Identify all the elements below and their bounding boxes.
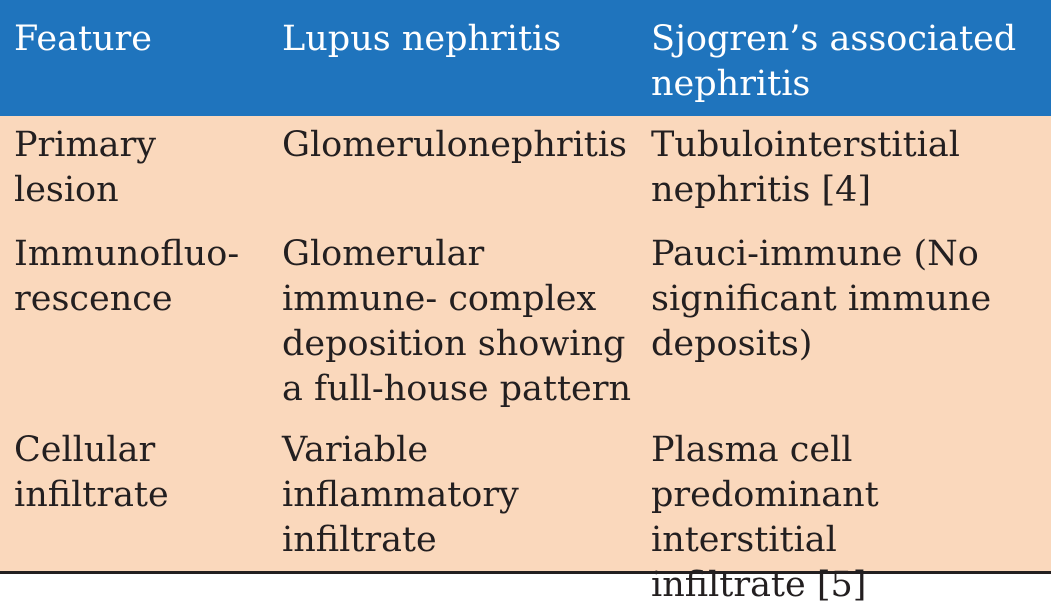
row-sjogrens-cell: Pauci-immune (No significant immune depo… <box>651 234 992 364</box>
header-cell-sjogrens-nephritis: Sjogren’s associated nephritis <box>651 19 1017 104</box>
header-cell-feature: Feature <box>14 19 153 59</box>
row-feature-cell: Primary lesion <box>14 125 157 210</box>
row-feature-cell: Immunofluo- rescence <box>14 234 240 319</box>
row-lupus-cell: Variable inflammatory infiltrate <box>282 430 519 560</box>
row-sjogrens-cell: Tubulointerstitial nephritis [4] <box>651 125 960 210</box>
table-header-row: Feature Lupus nephritis Sjogren’s associ… <box>0 0 1051 116</box>
row-lupus-cell: Glomerular immune- complex deposition sh… <box>282 234 632 409</box>
row-feature-cell: Cellular infiltrate <box>14 430 169 515</box>
row-sjogrens-cell: Plasma cell predominant interstitial inf… <box>651 430 879 605</box>
header-cell-lupus-nephritis: Lupus nephritis <box>282 19 562 59</box>
row-lupus-cell: Glomerulonephritis <box>282 125 628 165</box>
